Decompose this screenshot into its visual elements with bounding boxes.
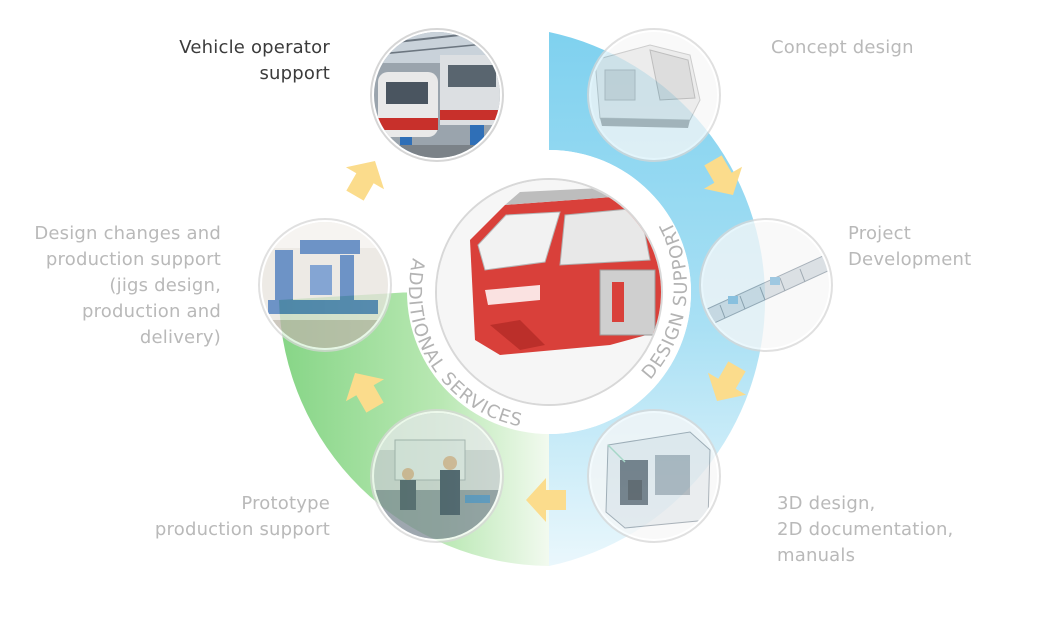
design-3d-image bbox=[588, 410, 723, 545]
concept-design-label: Concept design bbox=[771, 35, 1001, 61]
design-3d-label: 3D design, 2D documentation, manuals bbox=[777, 491, 1007, 569]
flow-arrow-icon bbox=[336, 150, 394, 207]
project-development-label: Project Development bbox=[848, 221, 1028, 273]
project-development-image bbox=[700, 218, 835, 353]
vehicle-operator-support-label: Vehicle operator support bbox=[120, 35, 330, 87]
vehicle-operator-image bbox=[370, 28, 505, 163]
prototype-production-label: Prototype production support bbox=[110, 491, 330, 543]
design-changes-label: Design changes and production support (j… bbox=[10, 221, 221, 351]
